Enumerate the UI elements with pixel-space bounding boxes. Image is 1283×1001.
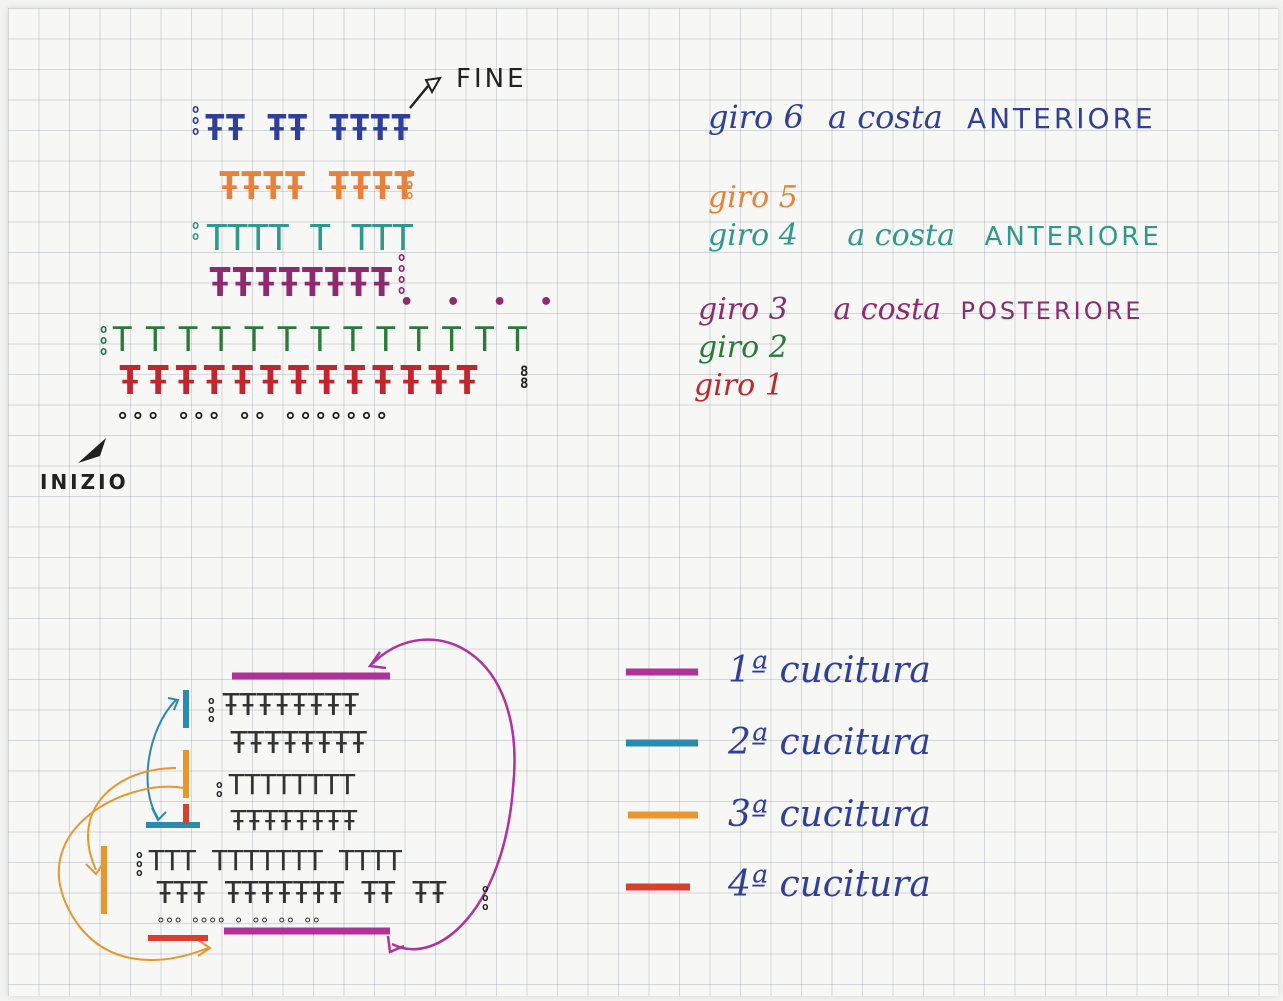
- legend-label-3: 3ª cucitura: [728, 794, 931, 835]
- legend-label-1: 1ª cucitura: [728, 650, 931, 691]
- legend-swatches: [8, 8, 1278, 996]
- legend-label-4: 4ª cucitura: [728, 864, 931, 905]
- legend-label-2: 2ª cucitura: [728, 722, 931, 763]
